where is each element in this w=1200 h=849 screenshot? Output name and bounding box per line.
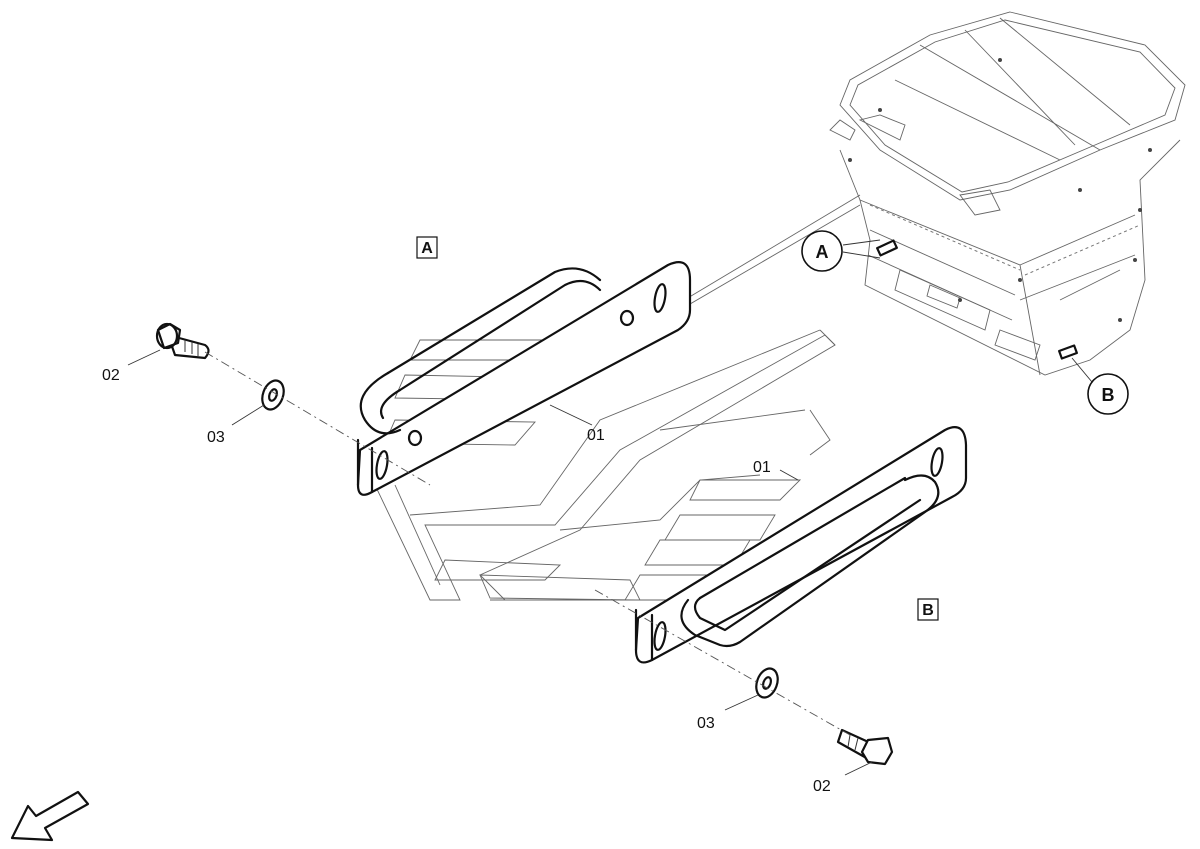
detail-circle-b: B [1087,373,1129,415]
bolt-part-02-lower [836,728,894,766]
washer-part-03-lower [755,667,779,699]
seat-assembly [829,11,1186,376]
callout-03: 03 [207,429,225,446]
mount-point-b [1058,344,1078,360]
assembly-axis-lower [594,589,851,736]
mount-point-a [876,239,898,257]
round-hole [407,429,423,447]
svg-text:A: A [421,240,433,257]
detail-circle-a: A [801,230,843,272]
assembly-axis-upper [204,351,431,486]
callout-02: 02 [102,367,120,384]
washer-part-03-upper [261,379,285,411]
handle-part-01-upper [356,261,692,496]
view-label-box-a: A [416,236,438,259]
slot-hole [653,283,667,313]
handle-part-01-lower [634,426,968,664]
svg-text:B: B [1102,385,1115,405]
svg-text:A: A [816,242,829,262]
slot-hole [653,621,667,651]
callout-01: 01 [587,427,605,444]
bolt-part-02-upper [155,322,210,360]
round-hole [619,309,635,327]
slot-hole [375,450,389,480]
svg-text:B: B [922,602,934,619]
view-label-box-b: B [917,598,939,621]
callout-03: 03 [697,715,715,732]
callout-01: 01 [753,459,771,476]
direction-arrow-icon [10,790,90,842]
slot-hole [930,447,944,477]
callout-02: 02 [813,778,831,795]
